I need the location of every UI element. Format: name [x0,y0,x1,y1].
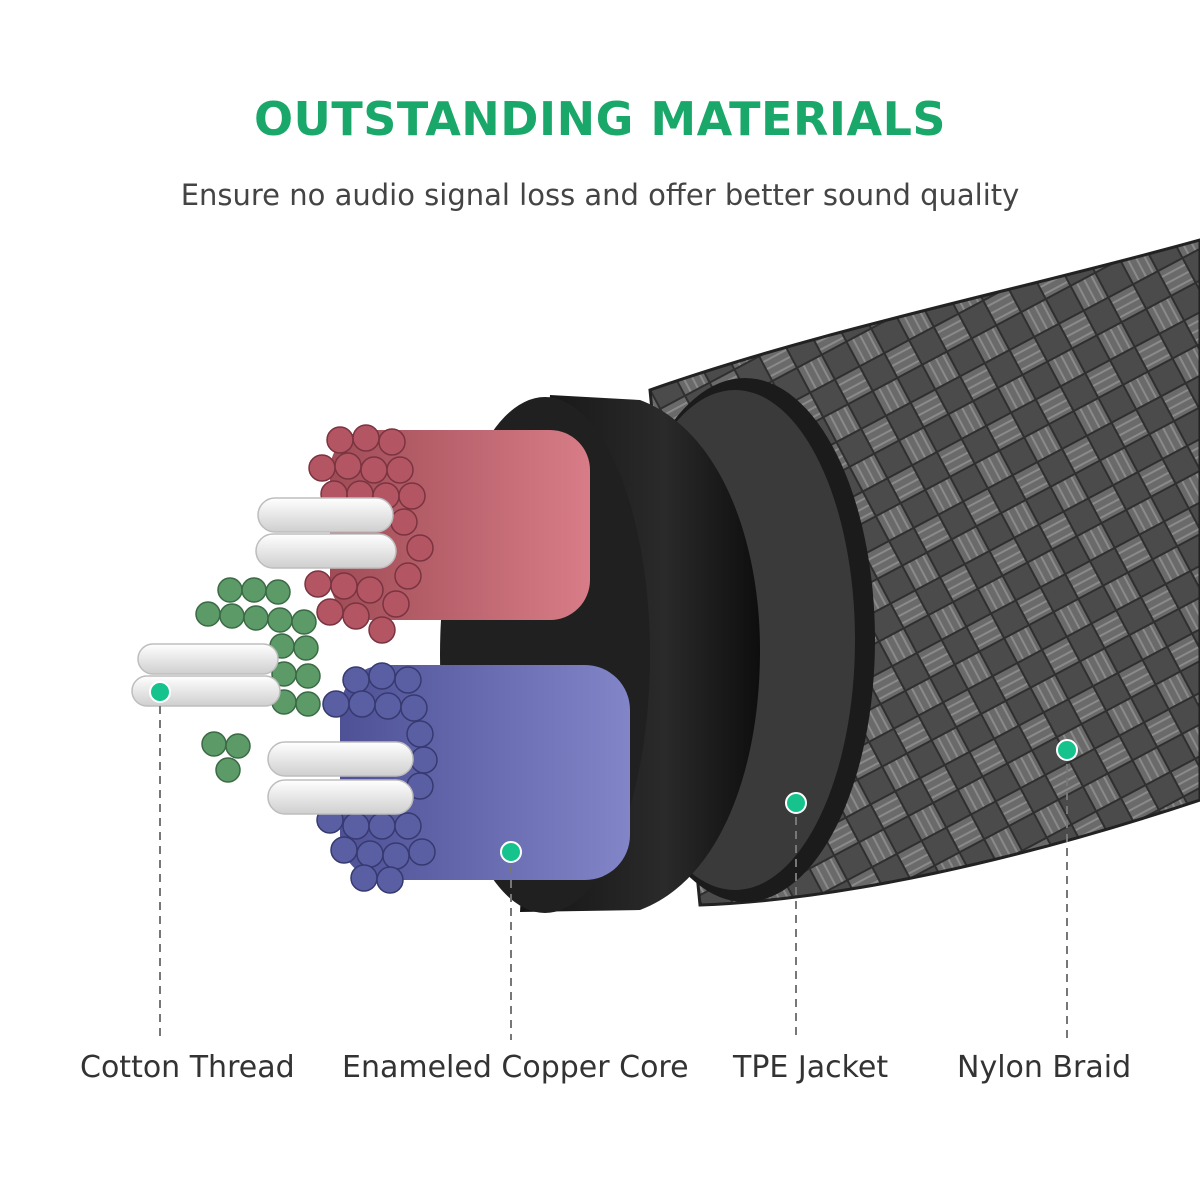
marker-tpe-jacket [785,792,807,814]
red-copper-bundle [304,424,590,644]
marker-copper-core [500,841,522,863]
cotton-threads [131,497,414,815]
label-cotton-thread: Cotton Thread [80,1050,295,1085]
page-title: OUTSTANDING MATERIALS [253,92,947,146]
label-tpe-jacket: TPE Jacket [733,1050,889,1085]
page-subtitle: Ensure no audio signal loss and offer be… [180,178,1020,212]
green-copper-bundle [195,577,321,783]
marker-cotton-thread [149,681,171,703]
label-nylon-braid: Nylon Braid [957,1050,1132,1085]
blue-copper-bundle [316,662,630,894]
label-copper-core: Enameled Copper Core [342,1050,689,1085]
marker-nylon-braid [1056,739,1078,761]
